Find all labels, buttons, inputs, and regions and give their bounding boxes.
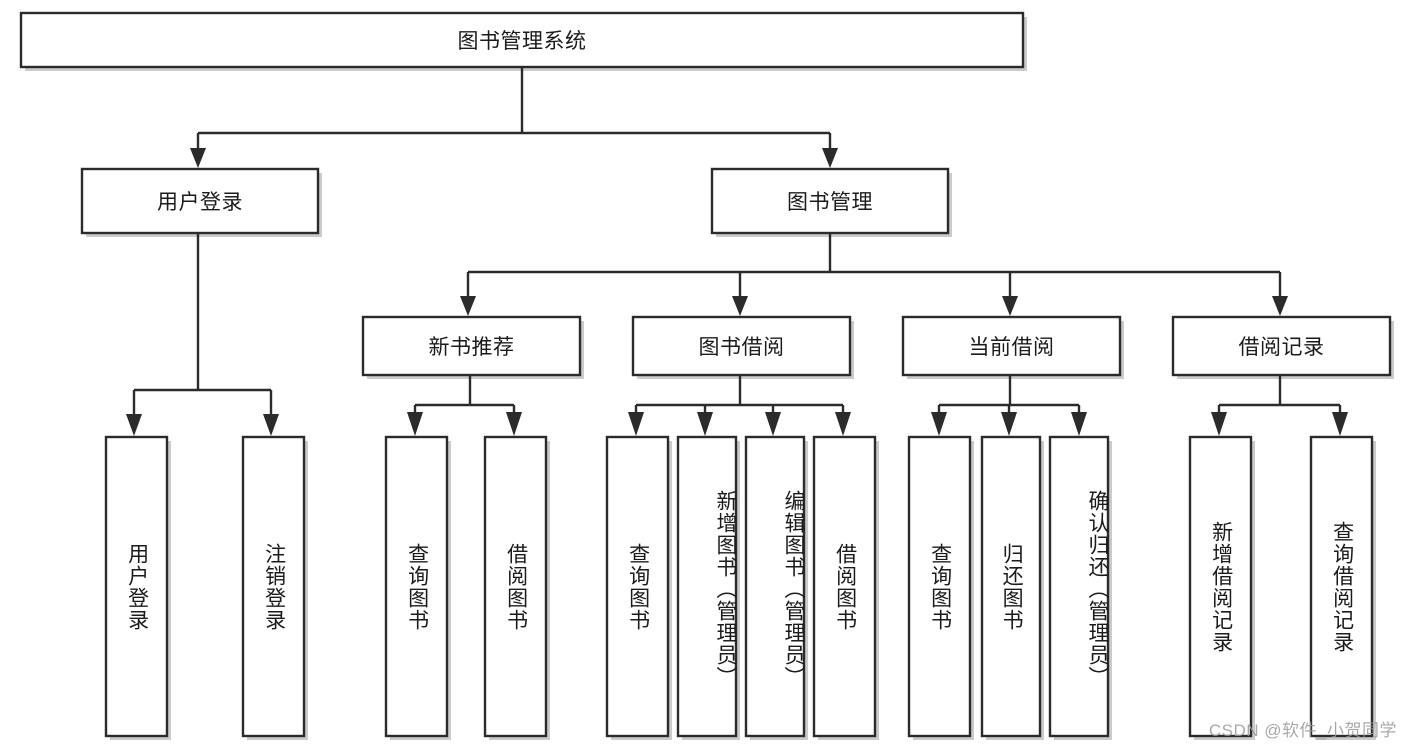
- arrow-head-icon: [407, 412, 423, 436]
- arrow-head-icon: [697, 412, 713, 436]
- node-leaf-query-book-1[interactable]: [384, 435, 449, 738]
- arrow-head-icon: [1001, 412, 1017, 436]
- arrow-head-icon: [1332, 412, 1348, 436]
- arrow-head-icon: [126, 414, 142, 436]
- node-book-management[interactable]: [710, 167, 950, 235]
- node-leaf-logout[interactable]: [241, 435, 306, 738]
- node-leaf-borrow-book-2[interactable]: [812, 435, 877, 738]
- arrow-head-icon: [1071, 412, 1087, 436]
- arrow-head-icon: [263, 414, 279, 436]
- arrow-head-icon: [732, 296, 748, 316]
- node-leaf-edit-book[interactable]: [744, 435, 806, 738]
- arrow-head-icon: [460, 296, 476, 316]
- arrow-head-icon: [628, 412, 644, 436]
- node-leaf-add-book[interactable]: [676, 435, 738, 738]
- node-leaf-borrow-book-1[interactable]: [483, 435, 548, 738]
- node-root-book-management-system[interactable]: [19, 11, 1025, 69]
- node-leaf-query-borrow-record[interactable]: [1309, 435, 1374, 738]
- arrow-head-icon: [765, 412, 781, 436]
- node-leaf-query-book-2[interactable]: [605, 435, 670, 738]
- node-leaf-query-book-3[interactable]: [907, 435, 972, 738]
- node-current-borrow[interactable]: [901, 315, 1122, 377]
- csdn-watermark: CSDN @软件_小贺同学: [1208, 721, 1397, 740]
- node-user-login[interactable]: [80, 167, 320, 235]
- arrow-head-icon: [1272, 296, 1288, 316]
- arrow-head-icon: [1211, 412, 1227, 436]
- node-leaf-user-login[interactable]: [104, 435, 169, 738]
- arrow-head-icon: [190, 148, 206, 168]
- node-leaf-add-borrow-record[interactable]: [1188, 435, 1253, 738]
- node-book-borrow[interactable]: [631, 315, 852, 377]
- arrow-head-icon: [835, 412, 851, 436]
- node-new-book-recommend[interactable]: [361, 315, 582, 377]
- arrow-head-icon: [1002, 296, 1018, 316]
- node-leaf-confirm-return[interactable]: [1048, 435, 1110, 738]
- arrow-head-icon: [506, 412, 522, 436]
- node-borrow-record[interactable]: [1171, 315, 1392, 377]
- arrow-head-icon: [822, 148, 838, 168]
- arrow-head-icon: [931, 412, 947, 436]
- node-leaf-return-book[interactable]: [980, 435, 1042, 738]
